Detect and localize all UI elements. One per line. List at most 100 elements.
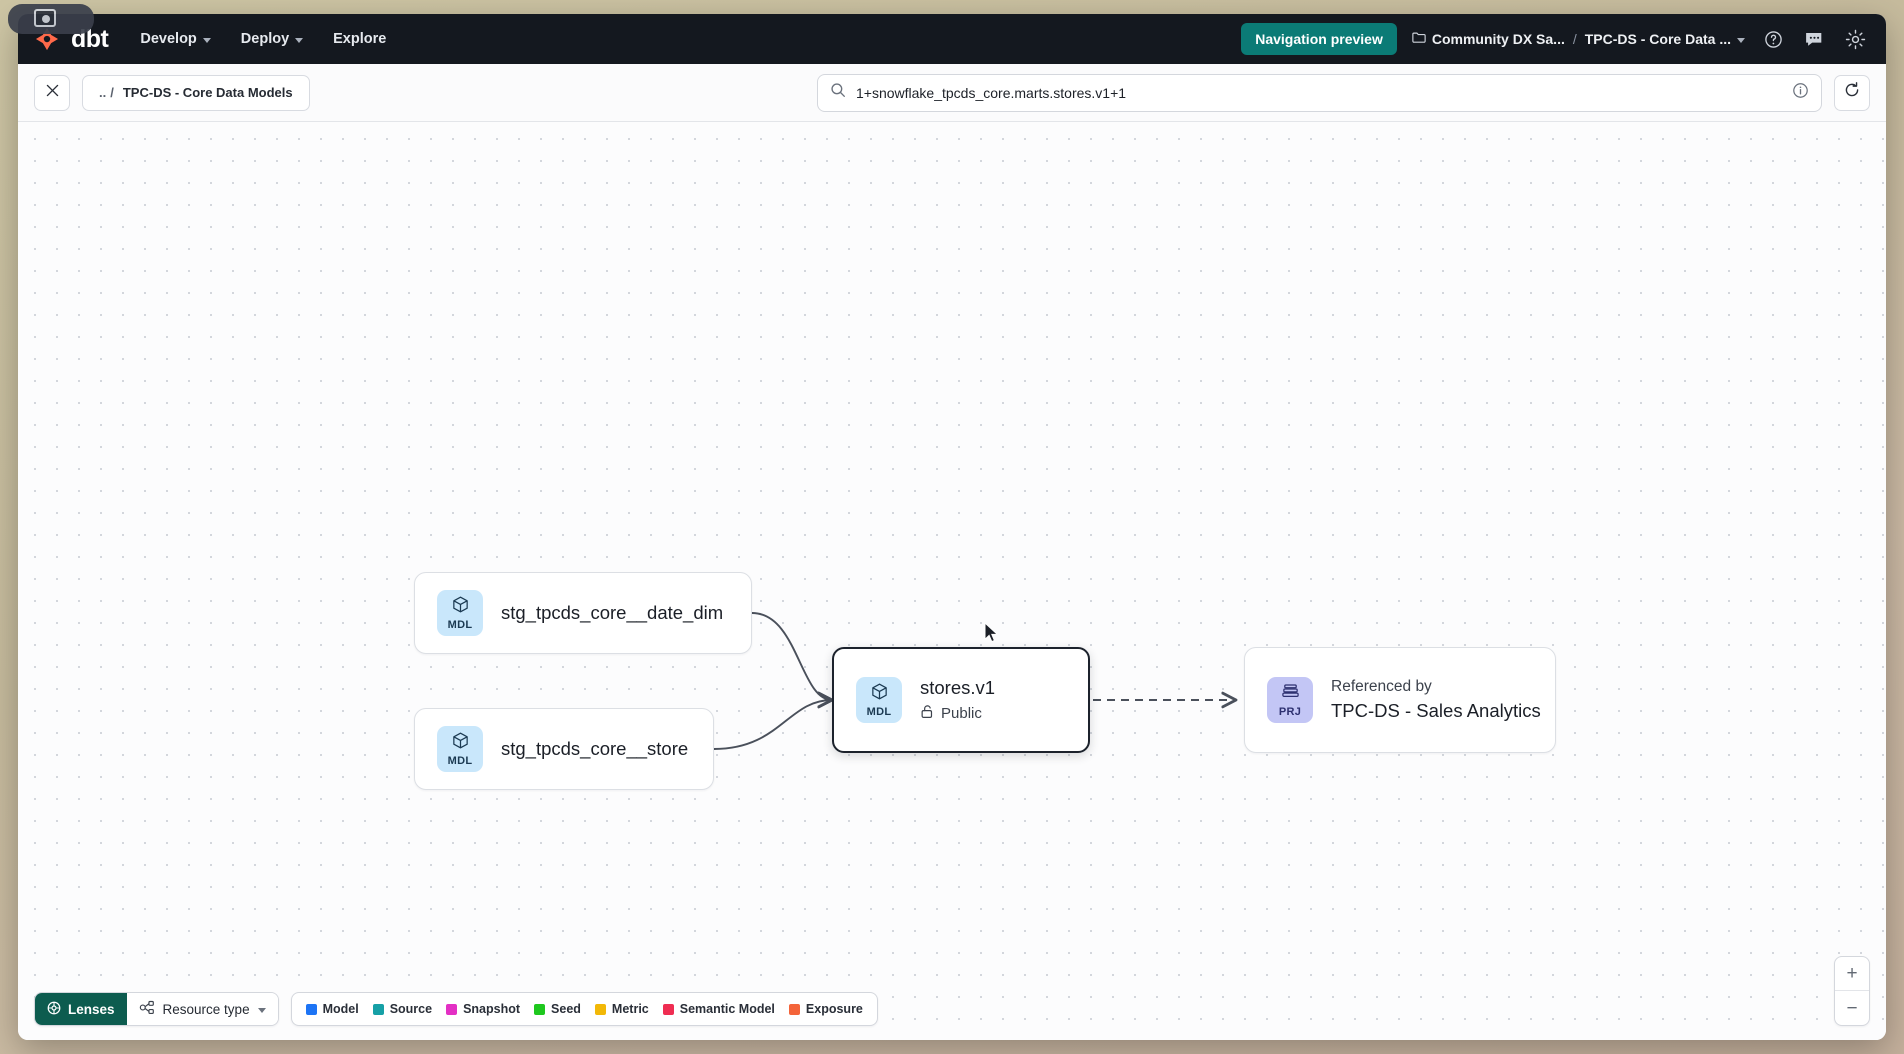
resource-type-dropdown[interactable]: Resource type — [126, 993, 278, 1025]
legend-item-seed: Seed — [534, 1002, 581, 1016]
legend-swatch — [788, 1003, 800, 1015]
node-access-label: Public — [941, 705, 982, 722]
node-body: stg_tpcds_core__date_dim — [501, 602, 723, 624]
zoom-in-button[interactable]: + — [1835, 957, 1869, 991]
node-title: TPC-DS - Sales Analytics — [1331, 700, 1541, 722]
lenses-label: Lenses — [68, 1001, 115, 1017]
folder-icon — [1412, 31, 1426, 47]
legend-swatch — [594, 1003, 606, 1015]
info-circle-icon[interactable] — [1792, 82, 1809, 104]
edge-store-to-stores — [713, 700, 832, 750]
unlock-icon — [920, 704, 934, 723]
lenses-group: Lenses Resource type — [34, 992, 279, 1026]
breadcrumb-separator: / — [1572, 31, 1577, 47]
canvas-bottom-toolbar: Lenses Resource type — [34, 992, 878, 1026]
resource-badge-model: MDL — [437, 726, 483, 772]
chevron-down-icon — [1737, 37, 1745, 43]
legend-item-model: Model — [305, 1002, 359, 1016]
breadcrumb[interactable]: .. / TPC-DS - Core Data Models — [82, 74, 310, 111]
search-area — [817, 73, 1870, 112]
resource-type-label: Resource type — [162, 1001, 250, 1017]
chevron-down-icon — [295, 37, 304, 43]
nav-link-explore[interactable]: Explore — [331, 25, 388, 53]
resource-type-legend: Model Source Snapshot Seed — [290, 992, 878, 1026]
legend-swatch — [305, 1003, 317, 1015]
primary-nav: Develop Deploy Explore — [138, 25, 388, 53]
graph-selector-search[interactable] — [817, 73, 1822, 112]
legend-label: Model — [322, 1002, 359, 1016]
legend-item-metric: Metric — [594, 1002, 649, 1016]
refresh-icon — [1843, 81, 1861, 104]
explore-toolbar: .. / TPC-DS - Core Data Models — [18, 64, 1886, 122]
legend-label: Seed — [551, 1002, 581, 1016]
cube-icon — [451, 595, 470, 619]
legend-label: Source — [389, 1002, 433, 1016]
app-window: dbt Develop Deploy Explore Navigation pr… — [18, 14, 1886, 1040]
project-breadcrumb-item[interactable]: TPC-DS - Core Data ... — [1585, 31, 1745, 47]
account-project-breadcrumb: Community DX Sa... / TPC-DS - Core Data … — [1412, 31, 1745, 47]
edge-date-dim-to-stores — [751, 612, 832, 700]
graph-node-stores-v1[interactable]: MDL stores.v1 Public — [832, 647, 1090, 753]
lenses-button[interactable]: Lenses — [35, 993, 127, 1025]
legend-label: Metric — [611, 1002, 649, 1016]
zoom-out-button[interactable]: − — [1846, 997, 1858, 1019]
feedback-icon[interactable] — [1801, 26, 1827, 52]
settings-gear-icon[interactable] — [1842, 26, 1868, 52]
nav-link-develop-label: Develop — [140, 31, 197, 47]
lens-icon — [47, 1001, 61, 1018]
lineage-edges — [713, 612, 1886, 750]
badge-label: PRJ — [1278, 706, 1302, 718]
legend-label: Exposure — [805, 1002, 863, 1016]
nav-link-explore-label: Explore — [333, 31, 387, 47]
node-title: stores.v1 — [920, 677, 996, 698]
nodes-icon — [139, 1000, 155, 1018]
graph-node-stg-store[interactable]: MDL stg_tpcds_core__store — [414, 708, 714, 790]
nav-link-deploy-label: Deploy — [240, 31, 290, 47]
legend-label: Semantic Model — [679, 1002, 775, 1016]
project-name: TPC-DS - Core Data ... — [1584, 31, 1731, 47]
resource-badge-model: MDL — [437, 590, 483, 636]
node-body: stores.v1 Public — [920, 677, 995, 723]
cube-icon — [870, 682, 889, 706]
legend-swatch — [662, 1003, 674, 1015]
nav-link-deploy[interactable]: Deploy — [239, 25, 305, 53]
account-name: Community DX Sa... — [1431, 31, 1565, 47]
node-access: Public — [920, 704, 995, 723]
chevron-down-icon — [257, 1007, 266, 1013]
chevron-down-icon — [202, 37, 211, 43]
badge-label: MDL — [447, 755, 473, 767]
node-kicker: Referenced by — [1331, 677, 1432, 695]
close-icon — [45, 83, 60, 103]
help-icon[interactable] — [1760, 26, 1786, 52]
project-stack-icon — [1281, 682, 1300, 706]
node-title: stg_tpcds_core__store — [501, 738, 689, 759]
search-input[interactable] — [856, 84, 1782, 101]
node-body: stg_tpcds_core__store — [501, 738, 688, 760]
dbt-logo-icon — [32, 24, 62, 54]
zoom-controls: + − — [1834, 956, 1870, 1026]
search-icon — [830, 82, 846, 103]
graph-node-sales-analytics[interactable]: PRJ Referenced by TPC-DS - Sales Analyti… — [1244, 647, 1556, 753]
node-body: Referenced by TPC-DS - Sales Analytics — [1331, 677, 1541, 723]
badge-label: MDL — [866, 706, 892, 718]
account-breadcrumb-item[interactable]: Community DX Sa... — [1412, 31, 1565, 47]
graph-node-stg-date-dim[interactable]: MDL stg_tpcds_core__date_dim — [414, 572, 752, 654]
close-button[interactable] — [34, 74, 70, 111]
breadcrumb-slash: / — [110, 85, 114, 100]
breadcrumb-parent-dots: .. — [99, 85, 107, 100]
badge-label: MDL — [447, 619, 473, 631]
lineage-canvas[interactable]: MDL stg_tpcds_core__date_dim MDL — [18, 122, 1886, 1040]
resource-badge-model: MDL — [856, 677, 902, 723]
window-tab-handle[interactable] — [8, 4, 94, 34]
legend-label: Snapshot — [463, 1002, 521, 1016]
navigation-preview-button[interactable]: Navigation preview — [1241, 23, 1397, 55]
top-navigation-bar: dbt Develop Deploy Explore Navigation pr… — [18, 14, 1886, 64]
resource-badge-project: PRJ — [1267, 677, 1313, 723]
legend-swatch — [372, 1003, 384, 1015]
breadcrumb-current: TPC-DS - Core Data Models — [122, 85, 293, 100]
legend-item-snapshot: Snapshot — [446, 1002, 520, 1016]
mouse-cursor — [984, 621, 1000, 650]
nav-link-develop[interactable]: Develop — [138, 25, 212, 53]
refresh-button[interactable] — [1834, 74, 1870, 111]
